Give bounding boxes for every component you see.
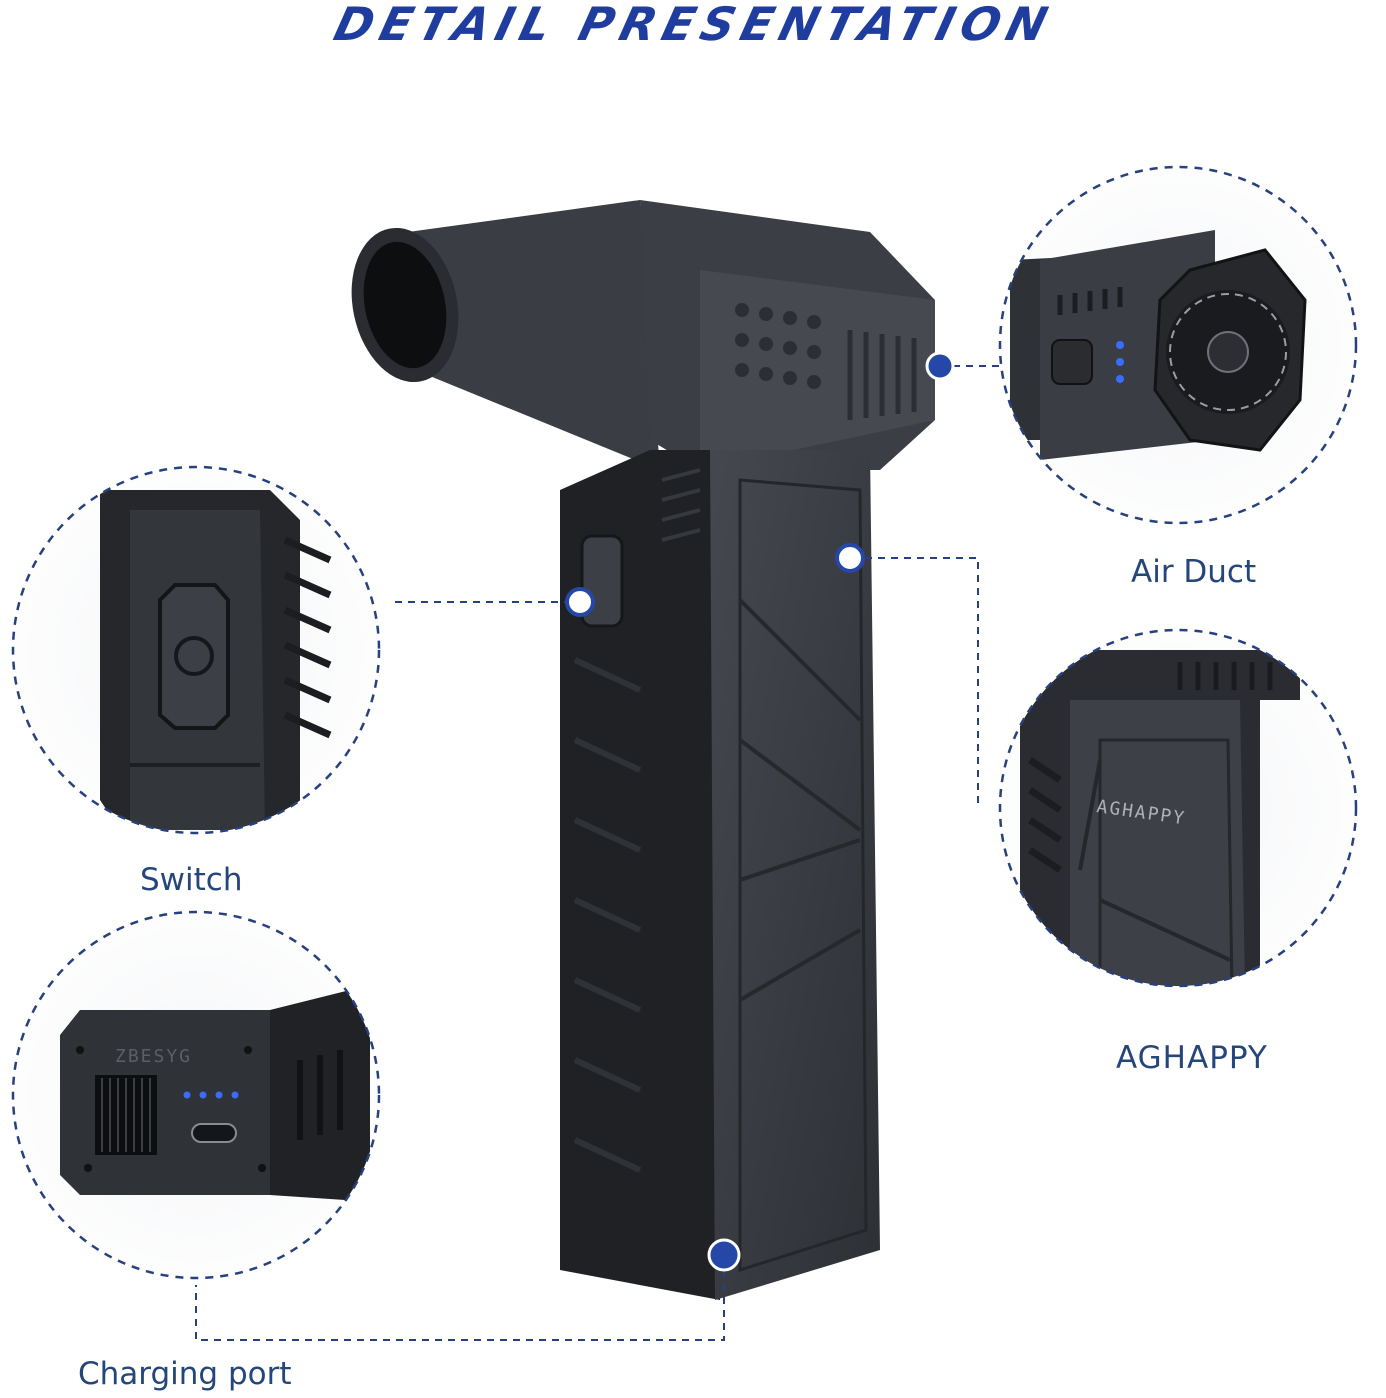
usb-c-port xyxy=(191,1123,237,1143)
charging-port-label: Charging port xyxy=(78,1356,292,1392)
air-duct-label: Air Duct xyxy=(1131,554,1257,590)
brand-detail: AGHAPPY xyxy=(998,628,1358,988)
callout-dots xyxy=(565,351,955,1272)
led-indicator xyxy=(1116,375,1124,383)
engraved-model: ZBESYG xyxy=(115,1046,192,1067)
charging-port-detail: ZBESYG xyxy=(11,910,381,1280)
air-duct-detail xyxy=(998,165,1358,525)
blower-device xyxy=(351,200,935,1300)
switch-detail xyxy=(11,465,381,835)
led-indicator xyxy=(1116,358,1124,366)
callout-lines xyxy=(195,365,1000,1341)
aghappy-label: AGHAPPY xyxy=(1116,1040,1268,1076)
led-indicator xyxy=(1116,341,1124,349)
switch-label: Switch xyxy=(140,862,243,898)
